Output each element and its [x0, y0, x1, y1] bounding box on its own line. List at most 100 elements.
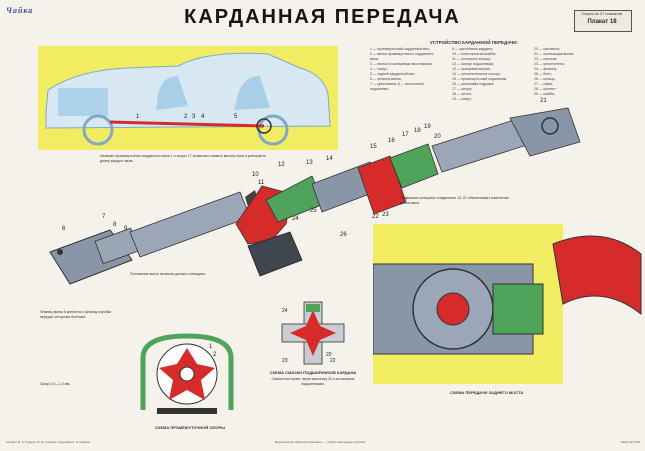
- legend-item: подшипник;: [370, 87, 389, 91]
- flange-bolt-hole: [57, 249, 63, 255]
- main-callout-19: 19: [424, 124, 431, 130]
- legend-item: 23 — уплотнитель;: [534, 62, 565, 66]
- support-diagram: 1 2: [140, 333, 234, 414]
- rear-cross-joint: [541, 117, 559, 135]
- main-callout-20: 20: [434, 134, 441, 140]
- front-wheel: [82, 114, 114, 146]
- legend-item: 6 — фланец-вилка;: [370, 77, 402, 81]
- footer-right: Заказ № 2716: [620, 440, 640, 444]
- main-callout-14: 14: [326, 156, 333, 162]
- main-callout-17: 17: [402, 132, 409, 138]
- bearing-callout-20: 20: [326, 352, 332, 358]
- main-callout-21: 21: [540, 98, 547, 104]
- legend-item: 10 — пластинчатая шайба;: [452, 52, 497, 56]
- legend-column-2: 9 — крестовина кардана; 10 — пластинчата…: [452, 47, 532, 102]
- support-callout-1: 1: [209, 344, 213, 350]
- legend-item: 17 — опора;: [452, 87, 472, 91]
- bearing-caption: Смазка поступает через масленку 20 к иго…: [271, 377, 355, 386]
- legend-item: 28 — шплинт;: [534, 87, 557, 91]
- legend-item: 4 — хомут;: [370, 67, 388, 71]
- legend-item: 26 — кольцо;: [534, 77, 556, 81]
- grease-fitting: [306, 304, 320, 312]
- main-callout-18: 18: [414, 128, 421, 134]
- legend-item: 1 — промежуточный карданный вал;: [370, 47, 430, 51]
- main-callout-7: 7: [102, 214, 106, 220]
- main-callout-16: 16: [388, 138, 395, 144]
- cross-lubrication: [290, 310, 336, 356]
- boot: [357, 155, 407, 215]
- legend-item: 29 — шайба;: [534, 92, 555, 96]
- intermediate-shaft: [129, 191, 251, 258]
- car-callout-2: 2: [184, 114, 188, 120]
- car-callout-3: 3: [192, 114, 196, 120]
- mid-caption: Положение вилок на валах должно совпадат…: [130, 272, 207, 276]
- rear-cross-assembly: [492, 283, 544, 335]
- rear-axle: [256, 118, 272, 134]
- car-callout-4: 4: [201, 114, 205, 120]
- slip-yoke: [389, 143, 439, 189]
- legend-item: 3 — вилка со шлицевым хвостовиком;: [370, 62, 433, 66]
- driveshaft-exploded-view: 6 7 8 9 10 11 12 13 14 15 16 17 18 19 20…: [49, 98, 581, 285]
- brand-logo: Чайка: [6, 6, 34, 15]
- pinion-gear: [436, 292, 470, 326]
- legend-item: 22 — сальник;: [534, 57, 558, 61]
- main-callout-6: 6: [62, 226, 66, 232]
- rear-axle-diagram: [373, 224, 642, 384]
- rear-axle-title: СХЕМА ПЕРЕДАЧИ ЗАДНЕГО МОСТА: [450, 390, 524, 395]
- legend-item: вала;: [370, 57, 379, 61]
- driveshaft-line: [109, 120, 265, 128]
- mounting-base: [157, 408, 217, 414]
- car-body: [45, 52, 331, 129]
- rear-flange-red: [552, 235, 642, 316]
- bearing-callout-22: 22: [330, 358, 336, 364]
- support-bracket: [247, 231, 303, 277]
- main-callout-11: 11: [258, 180, 265, 186]
- legend-heading: УСТРОЙСТВО КАРДАННОЙ ПЕРЕДАЧИ:: [430, 40, 519, 45]
- front-seat: [156, 76, 188, 110]
- left-caption: Фланец-вилка 6 крепится к фланцу коробки…: [40, 310, 112, 319]
- legend-item: 21 — скользящая вилка;: [534, 52, 574, 56]
- main-callout-26: 26: [340, 232, 347, 238]
- legend-item: 20 — масленка;: [534, 47, 560, 51]
- main-callout-13: 13: [306, 160, 313, 166]
- car-caption: Наличие промежуточного карданного вала 1…: [100, 154, 266, 163]
- legend-item: 27 — гайка;: [534, 82, 553, 86]
- main-callout-22: 22: [372, 214, 379, 220]
- bearing-title: СХЕМА СМАЗКИ ПОДШИПНИКОВ КАРДАНА: [269, 370, 357, 375]
- legend-item: 12 — корпус подшипника;: [452, 62, 495, 66]
- legend-item: 9 — крестовина кардана;: [452, 47, 494, 51]
- bearing-callout-24: 24: [282, 308, 288, 314]
- legend-item: 15 — промежуточный подшипник;: [452, 77, 508, 81]
- rear-seat: [234, 76, 270, 110]
- plate-series: Серия из 37 плакатов: [581, 11, 623, 16]
- clearance-caption: Зазор 0,5—1,0 мм.: [40, 382, 71, 386]
- legend-column-3: 20 — масленка; 21 — скользящая вилка; 22…: [534, 47, 614, 97]
- support-callout-2: 2: [213, 352, 217, 358]
- engine-block: [58, 88, 108, 116]
- main-callout-8: 8: [113, 222, 117, 228]
- main-callout-9: 9: [124, 226, 128, 232]
- bearing-callout-23: 23: [282, 358, 288, 364]
- legend-item: 11 — стопорное кольцо;: [452, 57, 492, 61]
- bracket-outline: [140, 333, 234, 410]
- car-cutaway-diagram: 1 2 3 4 5: [38, 46, 338, 150]
- footer-left: Авторы: В. А. Руднев, М. Д. Сергеев. Худ…: [6, 440, 90, 444]
- shaft-bore: [179, 366, 195, 382]
- main-callout-10: 10: [252, 172, 259, 178]
- spline-caption: Подвижное шлицевое соединение 13, 21 обе…: [400, 196, 509, 205]
- support-title: СХЕМА ПРОМЕЖУТОЧНОЙ ОПОРЫ: [154, 425, 226, 430]
- main-callout-15: 15: [370, 144, 377, 150]
- plate-label: Плакат 18: [587, 19, 617, 25]
- poster-title: КАРДАННАЯ ПЕРЕДАЧА: [184, 6, 461, 28]
- main-callout-25: 25: [310, 208, 317, 214]
- footer-center: Издательство «Машиностроение» — учебно-н…: [274, 440, 366, 444]
- main-callout-12: 12: [278, 162, 285, 168]
- legend-item: 7 — крестовина; 8 — игольчатый: [370, 82, 424, 86]
- legend-item: 16 — резиновая подушка;: [452, 82, 495, 86]
- bearing-lubrication-diagram: 20 22 23 24: [281, 301, 345, 365]
- car-callout-1: 1: [136, 114, 140, 120]
- legend-item: 24 — фланец;: [534, 67, 557, 71]
- legend-column-1: 1 — промежуточный карданный вал; 2 — вил…: [370, 47, 450, 92]
- legend-item: 13 — шлицевая втулка;: [452, 67, 491, 71]
